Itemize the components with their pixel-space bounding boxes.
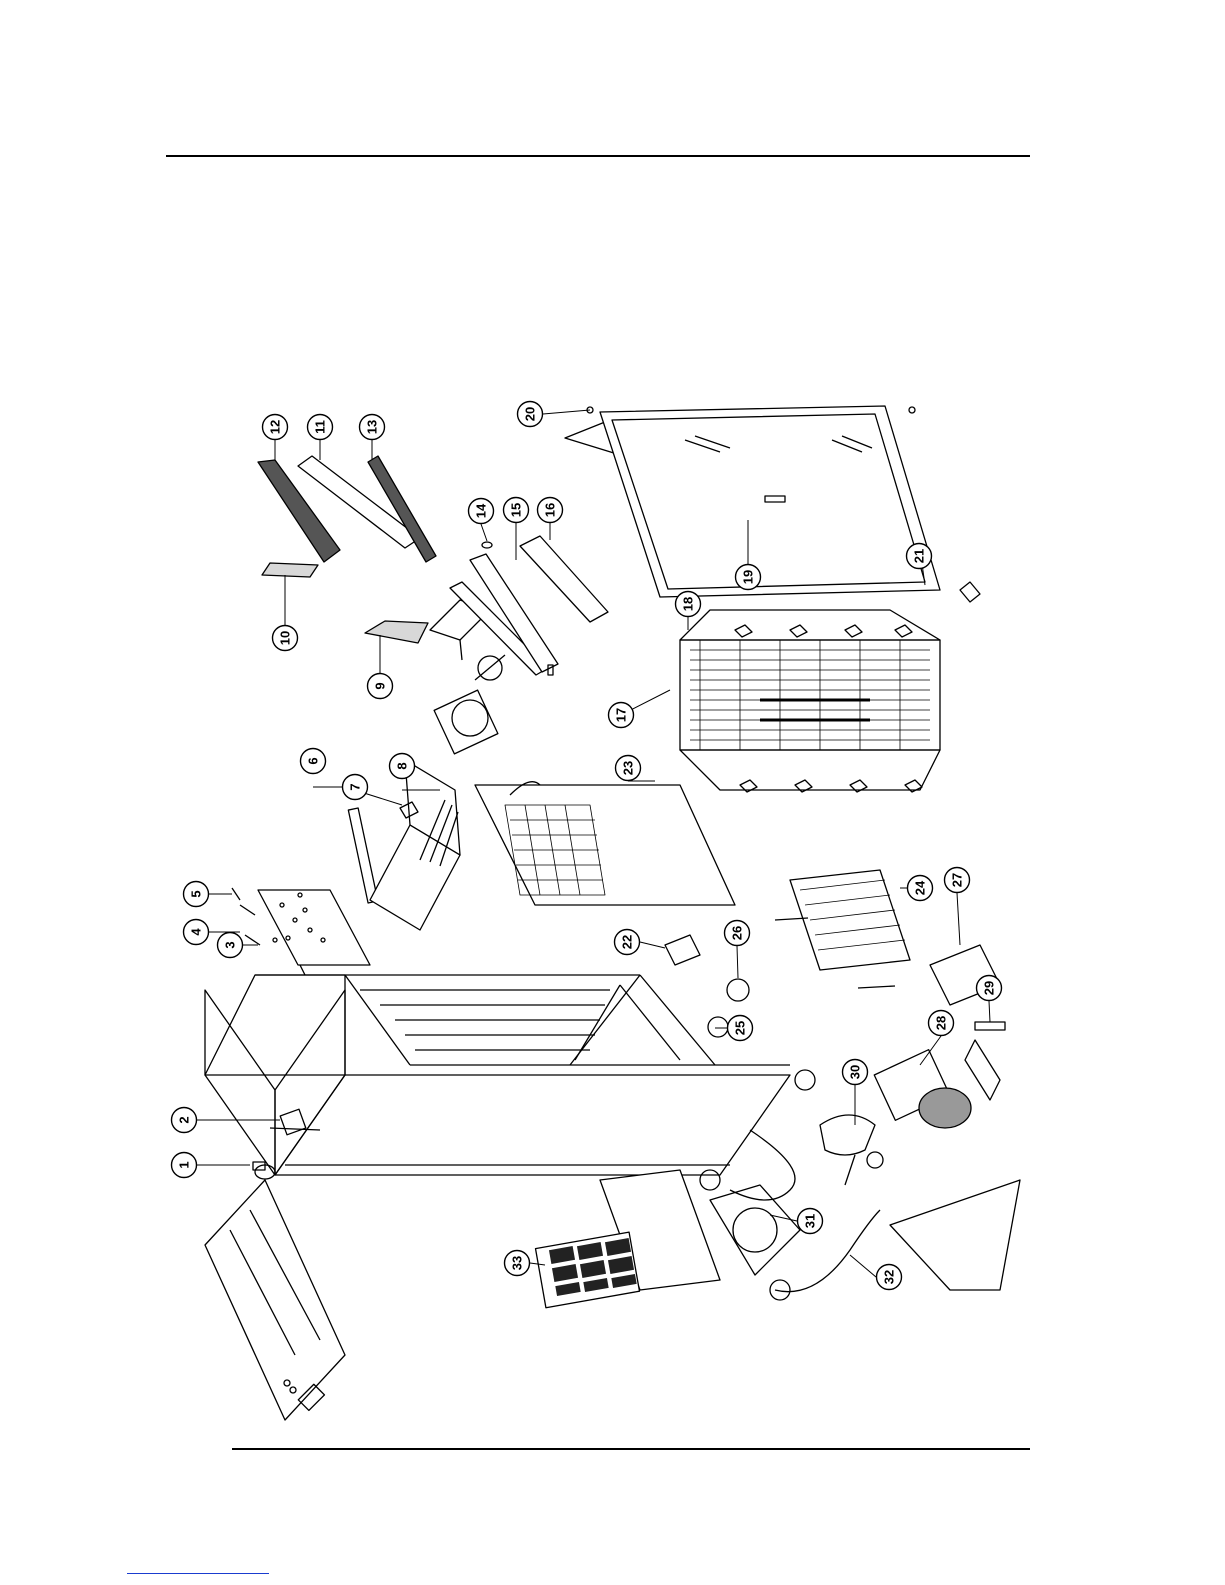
callout-28: 28 bbox=[929, 1011, 954, 1036]
top-panel bbox=[232, 888, 370, 975]
callout-12: 12 bbox=[263, 415, 288, 440]
callout-18: 18 bbox=[676, 592, 701, 617]
callout-3: 3 bbox=[218, 933, 243, 958]
callout-number: 28 bbox=[934, 1016, 949, 1030]
callout-number: 15 bbox=[509, 503, 524, 517]
callout-21: 21 bbox=[907, 544, 932, 569]
callout-number: 29 bbox=[982, 981, 997, 995]
callout-number: 13 bbox=[365, 420, 380, 434]
rails bbox=[450, 536, 608, 675]
callout-22: 22 bbox=[615, 930, 640, 955]
callout-number: 32 bbox=[882, 1270, 897, 1284]
callout-number: 6 bbox=[306, 757, 321, 764]
callout-number: 21 bbox=[912, 549, 927, 563]
cabinet-body bbox=[205, 975, 790, 1175]
callout-number: 27 bbox=[950, 873, 965, 887]
callout-20: 20 bbox=[518, 402, 543, 427]
callout-17: 17 bbox=[609, 703, 634, 728]
callout-number: 4 bbox=[189, 928, 204, 936]
back-panel bbox=[475, 782, 735, 905]
callout-11: 11 bbox=[308, 415, 333, 440]
callout-number: 2 bbox=[177, 1116, 192, 1123]
glass-door bbox=[565, 406, 980, 602]
callout-2: 2 bbox=[172, 1108, 197, 1133]
callout-number: 26 bbox=[730, 926, 745, 940]
callout-16: 16 bbox=[538, 498, 563, 523]
callout-15: 15 bbox=[504, 498, 529, 523]
callout-5: 5 bbox=[184, 882, 209, 907]
front-grille bbox=[536, 1170, 720, 1308]
callout-number: 9 bbox=[373, 682, 388, 689]
callout-number: 11 bbox=[313, 420, 328, 434]
callout-number: 24 bbox=[913, 880, 928, 895]
callout-number: 17 bbox=[614, 708, 629, 722]
callout-33: 33 bbox=[505, 1251, 530, 1276]
callout-29: 29 bbox=[977, 976, 1002, 1001]
callout-number: 19 bbox=[741, 570, 756, 584]
callout-number: 14 bbox=[474, 503, 489, 518]
callout-number: 12 bbox=[268, 420, 283, 434]
callout-7: 7 bbox=[343, 775, 368, 800]
callout-6: 6 bbox=[301, 749, 326, 774]
callout-31: 31 bbox=[798, 1209, 823, 1234]
wire-shelves bbox=[680, 610, 940, 792]
callout-26: 26 bbox=[725, 921, 750, 946]
callout-13: 13 bbox=[360, 415, 385, 440]
callout-number: 8 bbox=[395, 762, 410, 769]
callout-number: 33 bbox=[510, 1256, 525, 1270]
callout-number: 23 bbox=[621, 761, 636, 775]
callout-number: 7 bbox=[348, 783, 363, 790]
callout-number: 20 bbox=[523, 407, 538, 421]
callout-8: 8 bbox=[390, 754, 415, 779]
callout-number: 25 bbox=[733, 1021, 748, 1035]
callout-10: 10 bbox=[273, 626, 298, 651]
callout-number: 22 bbox=[620, 935, 635, 949]
callout-number: 18 bbox=[681, 597, 696, 611]
callout-1: 1 bbox=[172, 1153, 197, 1178]
callout-number: 10 bbox=[278, 631, 293, 645]
callout-4: 4 bbox=[184, 920, 209, 945]
callout-number: 30 bbox=[848, 1065, 863, 1079]
callout-number: 16 bbox=[543, 503, 558, 517]
callout-number: 31 bbox=[803, 1214, 818, 1228]
callout-number: 1 bbox=[177, 1161, 192, 1168]
callout-number: 5 bbox=[189, 890, 204, 897]
callout-number: 3 bbox=[223, 941, 238, 948]
callout-30: 30 bbox=[843, 1060, 868, 1085]
condenser-tray bbox=[775, 870, 1000, 1005]
callout-19: 19 bbox=[736, 565, 761, 590]
callout-25: 25 bbox=[728, 1016, 753, 1041]
callout-9: 9 bbox=[368, 674, 393, 699]
callout-24: 24 bbox=[908, 876, 933, 901]
callout-14: 14 bbox=[469, 499, 494, 524]
callout-27: 27 bbox=[945, 868, 970, 893]
evaporator-housing bbox=[370, 760, 460, 930]
side-panel bbox=[205, 1180, 345, 1420]
callout-32: 32 bbox=[877, 1265, 902, 1290]
callout-23: 23 bbox=[616, 756, 641, 781]
